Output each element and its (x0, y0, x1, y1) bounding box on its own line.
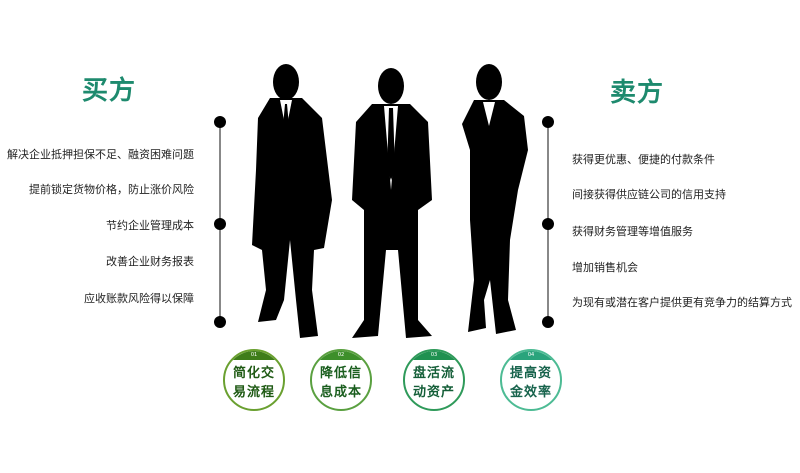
benefit-circle-4: 04 提高资金效率 (500, 349, 562, 411)
benefit-number: 01 (225, 351, 283, 360)
benefit-line: 简化交 (232, 366, 275, 381)
seller-item: 获得财务管理等增值服务 (572, 225, 693, 238)
timeline-dot (542, 218, 554, 230)
benefit-label: 简化交易流程 (225, 364, 283, 402)
seller-item: 为现有或潜在客户提供更有竞争力的结算方式 (572, 296, 792, 309)
benefit-label: 盘活流动资产 (405, 364, 463, 402)
benefit-number: 04 (502, 351, 560, 360)
benefit-circle-2: 02 降低信息成本 (310, 349, 372, 411)
benefit-number: 03 (405, 351, 463, 360)
buyer-item: 解决企业抵押担保不足、融资困难问题 (7, 148, 194, 161)
benefit-line: 提高资 (509, 366, 552, 381)
seller-item: 获得更优惠、便捷的付款条件 (572, 153, 715, 166)
timeline-dot (214, 116, 226, 128)
buyer-item: 应收账款风险得以保障 (84, 292, 194, 305)
benefit-number: 02 (312, 351, 370, 360)
timeline-dot (542, 316, 554, 328)
timeline-dot (542, 116, 554, 128)
timeline-dot (214, 316, 226, 328)
benefit-line: 动资产 (412, 385, 455, 400)
benefit-label: 提高资金效率 (502, 364, 560, 402)
seller-title: 卖方 (610, 78, 665, 108)
buyer-item: 改善企业财务报表 (106, 255, 194, 268)
benefit-line: 易流程 (232, 385, 275, 400)
buyer-item: 节约企业管理成本 (106, 219, 194, 232)
benefit-circle-1: 01 简化交易流程 (223, 349, 285, 411)
buyer-item: 提前锁定货物价格，防止涨价风险 (29, 183, 194, 196)
benefit-line: 金效率 (509, 385, 552, 400)
timeline-dot (214, 218, 226, 230)
seller-item: 增加销售机会 (572, 261, 638, 274)
benefit-label: 降低信息成本 (312, 364, 370, 402)
benefit-line: 降低信 (319, 366, 362, 381)
benefit-line: 息成本 (319, 385, 362, 400)
seller-item: 间接获得供应链公司的信用支持 (572, 188, 726, 201)
buyer-title: 买方 (82, 76, 137, 106)
benefit-circle-3: 03 盘活流动资产 (403, 349, 465, 411)
benefit-line: 盘活流 (412, 366, 455, 381)
